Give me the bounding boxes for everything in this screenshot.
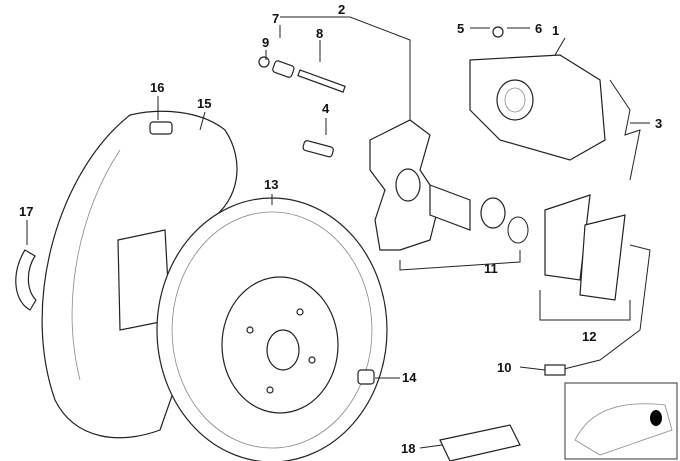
callout-10: 10 xyxy=(497,360,511,375)
bleeder-cap[interactable] xyxy=(492,26,504,38)
bolt-4[interactable] xyxy=(302,140,334,158)
callout-14: 14 xyxy=(402,370,417,385)
callout-12: 12 xyxy=(582,329,596,344)
callout-1: 1 xyxy=(552,23,559,38)
callout-3: 3 xyxy=(655,116,662,131)
anti-rattle-spring[interactable] xyxy=(609,79,641,181)
callout-18: 18 xyxy=(401,441,415,456)
brake-shield[interactable] xyxy=(41,110,238,439)
guide-pin[interactable] xyxy=(258,56,346,93)
brake-caliper[interactable] xyxy=(469,54,606,161)
brake-pads[interactable] xyxy=(544,194,626,301)
callout-4: 4 xyxy=(322,101,330,116)
callout-8: 8 xyxy=(316,26,323,41)
bolt-14[interactable] xyxy=(357,369,375,385)
callout-16: 16 xyxy=(150,80,164,95)
grease-tube[interactable] xyxy=(439,424,521,461)
location-marker-icon xyxy=(650,410,662,426)
callout-13: 13 xyxy=(264,177,278,192)
parking-brake-clip[interactable] xyxy=(15,249,37,311)
wear-sensor-plug xyxy=(544,364,566,376)
callout-15: 15 xyxy=(197,96,211,111)
wear-sensor[interactable] xyxy=(559,244,651,371)
callout-5: 5 xyxy=(457,21,464,36)
leader-lines xyxy=(26,16,650,449)
bolt-16[interactable] xyxy=(149,121,173,135)
vehicle-locator-inset xyxy=(564,382,678,460)
callout-17: 17 xyxy=(19,204,33,219)
callout-6: 6 xyxy=(535,21,542,36)
brake-disc[interactable] xyxy=(156,197,388,461)
callout-9: 9 xyxy=(262,35,269,50)
callout-2: 2 xyxy=(338,2,345,17)
callout-11: 11 xyxy=(484,261,498,276)
callout-7: 7 xyxy=(272,11,279,26)
piston-seal-kit[interactable] xyxy=(395,168,529,244)
